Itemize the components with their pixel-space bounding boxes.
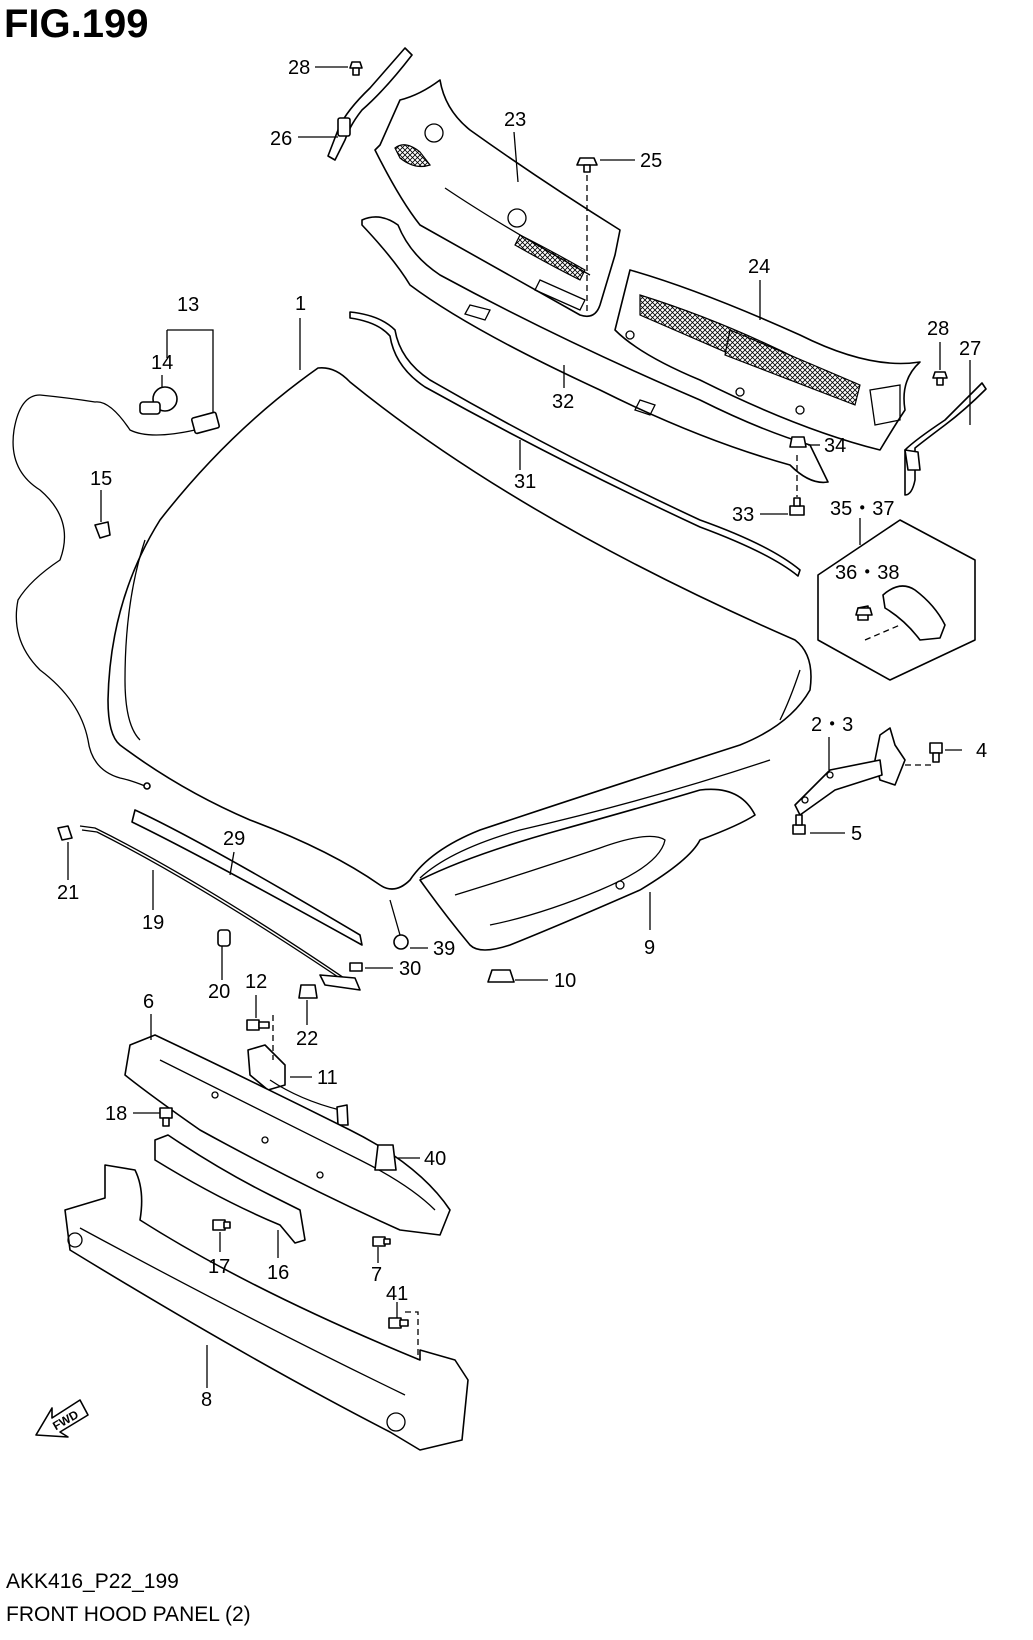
callout-20: 20: [208, 981, 230, 1003]
callout-15: 15: [90, 468, 112, 490]
callout-4: 4: [976, 740, 987, 762]
fastener-30: [349, 962, 363, 972]
callout-14: 14: [151, 352, 173, 374]
fastener-41: [388, 1317, 409, 1329]
callout-36-38: 36・38: [835, 562, 900, 584]
fastener-34: [789, 436, 807, 448]
fastener-28b: [932, 371, 948, 386]
leader-lines: [67, 66, 971, 1388]
fastener-20: [217, 929, 231, 947]
fastener-21: [57, 825, 73, 841]
callout-17: 17: [208, 1256, 230, 1278]
fastener-40: [374, 1144, 397, 1171]
callout-13: 13: [177, 294, 199, 316]
fastener-28a: [349, 61, 363, 76]
fastener-12: [246, 1019, 270, 1031]
callout-25: 25: [640, 150, 662, 172]
callout-22: 22: [296, 1028, 318, 1050]
callout-40: 40: [424, 1148, 446, 1170]
callout-9: 9: [644, 937, 655, 959]
callout-1: 1: [295, 293, 306, 315]
hood-opener-cable: [12, 394, 220, 790]
callout-12: 12: [245, 971, 267, 993]
cowl-seal-32: [361, 216, 829, 484]
fastener-7: [372, 1236, 391, 1247]
callout-30: 30: [399, 958, 421, 980]
callout-8: 8: [201, 1389, 212, 1411]
cowl-garnish-24: [614, 269, 921, 451]
cowl-garnish-23: [374, 79, 621, 318]
callout-28-top: 28: [288, 57, 310, 79]
callout-10: 10: [554, 970, 576, 992]
fastener-25: [576, 157, 598, 173]
callout-11: 11: [317, 1067, 338, 1089]
hood-hinge: [794, 727, 906, 816]
hood-seal-29: [131, 809, 363, 946]
hood-lock: [247, 1044, 349, 1126]
detail-inset-box: [817, 519, 976, 681]
bracket-26: [327, 47, 413, 161]
callout-23: 23: [504, 109, 526, 131]
fastener-10: [487, 969, 515, 983]
hood-panel: [107, 366, 812, 890]
grommet-14: [139, 386, 178, 415]
callout-39: 39: [433, 938, 455, 960]
figure-caption: FRONT HOOD PANEL (2): [6, 1603, 251, 1626]
callout-18: 18: [105, 1103, 127, 1125]
callout-28-right: 28: [927, 318, 949, 340]
callout-33: 33: [732, 504, 754, 526]
callout-5: 5: [851, 823, 862, 845]
fastener-17: [212, 1219, 231, 1231]
fastener-5: [792, 814, 806, 835]
hood-insulator: [419, 788, 756, 951]
figure-code: AKK416_P22_199: [6, 1570, 179, 1593]
bracket-27: [904, 382, 987, 496]
upper-member: [124, 1034, 451, 1236]
support-16: [154, 1134, 306, 1244]
hood-seal-31: [349, 311, 801, 577]
callout-21: 21: [57, 882, 79, 904]
bumper-reinforcement: [64, 1164, 469, 1451]
fastener-22: [298, 984, 318, 999]
callout-labels: 1 2・3 4 5 6 7 8 9 10 11 12 13 14 15 16 1…: [57, 57, 987, 1411]
fwd-arrow-icon: FWD: [35, 1399, 89, 1438]
fastener-33: [789, 497, 805, 516]
callout-16: 16: [267, 1262, 289, 1284]
callout-27: 27: [959, 338, 981, 360]
callout-24: 24: [748, 256, 770, 278]
callout-31: 31: [514, 471, 536, 493]
fastener-39: [393, 934, 409, 950]
callout-26: 26: [270, 128, 292, 150]
fastener-18: [159, 1107, 173, 1127]
fastener-4: [929, 742, 943, 763]
callout-41: 41: [386, 1283, 408, 1305]
callout-6: 6: [143, 991, 154, 1013]
callout-7: 7: [371, 1264, 382, 1286]
callout-29: 29: [223, 828, 245, 850]
figure-title: FIG.199: [4, 2, 149, 46]
callout-34: 34: [824, 435, 846, 457]
callout-35-37: 35・37: [830, 498, 895, 520]
callout-19: 19: [142, 912, 164, 934]
callout-32: 32: [552, 391, 574, 413]
fastener-36-38: [855, 607, 873, 616]
clip-15: [94, 521, 111, 539]
hood-stay-rod: [79, 825, 361, 991]
callout-2-3: 2・3: [811, 714, 853, 736]
